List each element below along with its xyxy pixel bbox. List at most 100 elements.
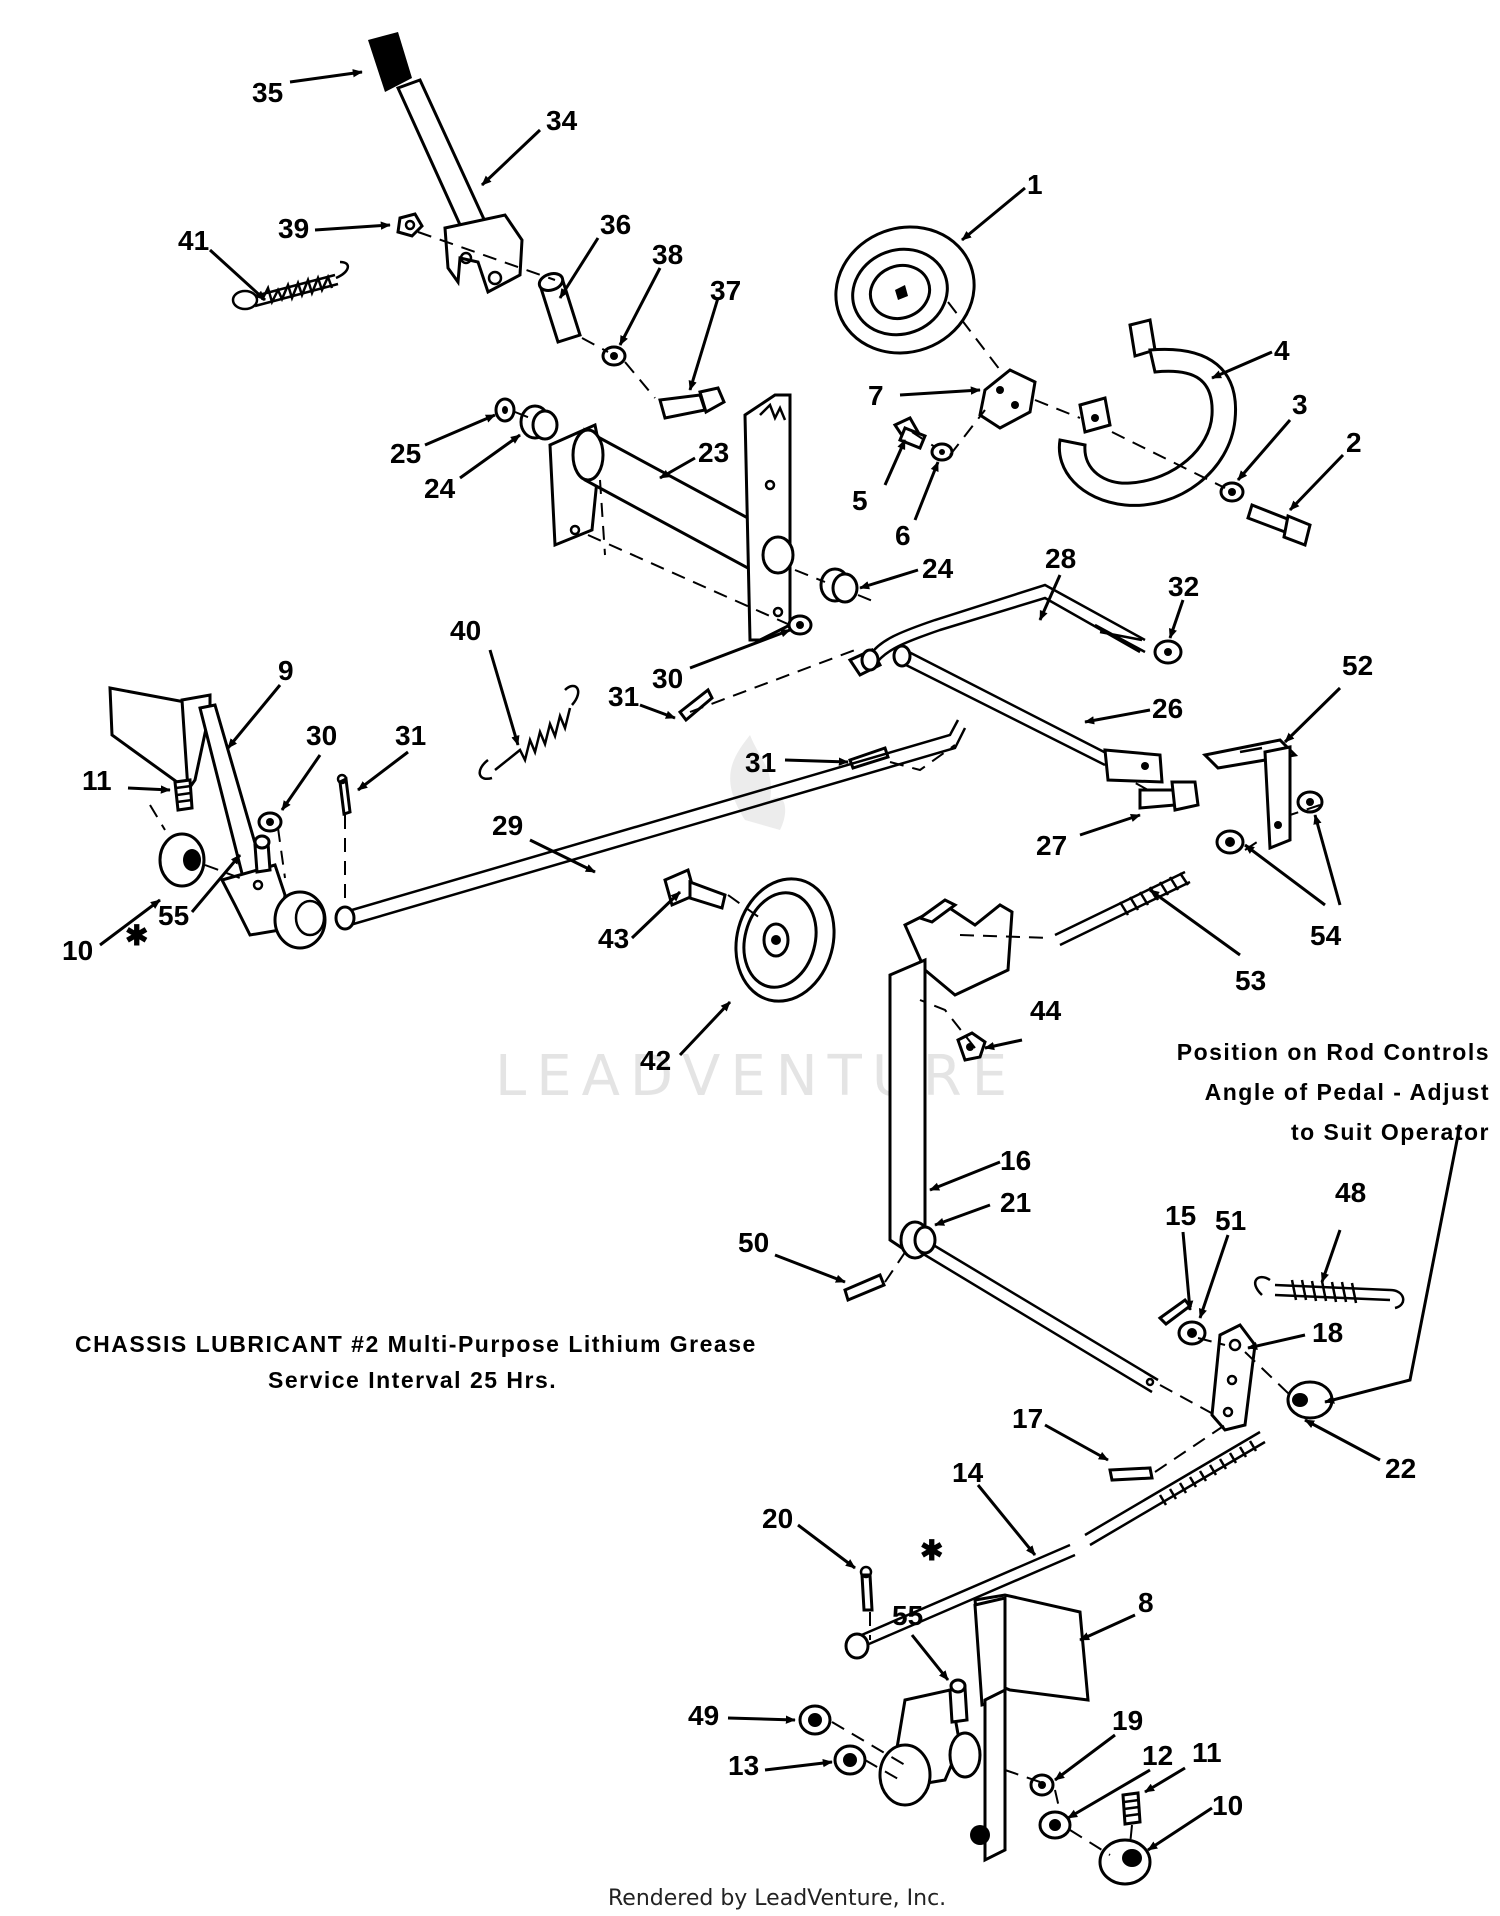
bolt-2 [1246,503,1312,548]
lubrication-asterisks: ✱ ✱ [125,920,943,1566]
callout-31-a: 31 [608,681,639,712]
callout-5: 5 [852,485,868,516]
callout-3: 3 [1292,389,1308,420]
setscrew-11-left [173,778,194,812]
callout-20: 20 [762,1503,793,1534]
footer-credit: Rendered by LeadVenture, Inc. [608,1886,946,1911]
bushing-24-upper [519,404,559,441]
callout-1: 1 [1027,169,1043,200]
spring-48 [1253,1275,1405,1310]
nut-32 [1153,639,1183,665]
bolt-43 [663,867,727,910]
callout-55-right: 55 [892,1600,923,1631]
callout-48: 48 [1335,1177,1366,1208]
washer-25 [494,397,516,423]
lever-18 [1210,1323,1257,1432]
cross-shaft-21 [913,1225,1159,1394]
clevis-pin [847,648,883,677]
callout-35: 35 [252,77,283,108]
callout-labels: 35 34 39 41 36 38 37 1 4 7 3 2 25 24 23 … [62,77,1416,1821]
callout-10-right: 10 [1212,1790,1243,1821]
bushing-36 [537,272,582,344]
callout-12: 12 [1142,1740,1173,1771]
callout-6: 6 [895,520,911,551]
callout-53: 53 [1235,965,1266,996]
callout-55-left: 55 [158,900,189,931]
callout-54: 54 [1310,920,1342,951]
callout-7: 7 [868,380,884,411]
hand-lever [368,32,524,295]
callout-44: 44 [1030,995,1062,1026]
callout-51: 51 [1215,1205,1246,1236]
bolt-37 [658,386,726,420]
callout-32: 32 [1168,571,1199,602]
callout-50: 50 [738,1227,769,1258]
brake-shaft-23 [548,393,795,642]
collar-10-right [1098,1838,1152,1886]
rod-14 [844,1543,1076,1660]
callout-38: 38 [652,239,683,270]
callout-14: 14 [952,1457,984,1488]
pedal-9 [108,686,327,950]
note-position-line-1: Position on Rod Controls [1177,1039,1490,1065]
rod-29 [334,719,967,931]
callout-24-upper: 24 [424,473,456,504]
note-position-line-3: to Suit Operator [1291,1119,1490,1145]
brake-band-4 [1057,318,1238,507]
callout-36: 36 [600,209,631,240]
pulley-1 [834,225,976,355]
collar-10-left [158,832,206,888]
ferrule-22 [1286,1380,1334,1420]
callout-15: 15 [1165,1200,1196,1231]
callout-52: 52 [1342,650,1373,681]
callout-21: 21 [1000,1187,1031,1218]
callout-24-lower: 24 [922,553,954,584]
callout-26: 26 [1152,693,1183,724]
washer-30-upper [787,614,813,636]
callout-28: 28 [1045,543,1076,574]
pin-50 [843,1273,886,1303]
washer-51 [1177,1320,1207,1346]
callout-34: 34 [546,105,578,136]
bracket-52 [1201,738,1299,851]
nut-44 [956,1031,987,1062]
pedal-8 [878,1593,1090,1863]
nut-54-b [1215,829,1245,855]
callout-31-b: 31 [745,747,776,778]
threaded-rod [1084,1430,1266,1547]
pulley-42 [734,877,836,1003]
spring-40 [478,684,580,781]
callout-11-right: 11 [1192,1737,1222,1768]
callout-39: 39 [278,213,309,244]
washer-13 [833,1744,867,1776]
callout-13: 13 [728,1750,759,1781]
bolt-27 [1138,780,1200,812]
washer-38 [601,345,627,367]
callout-40: 40 [450,615,481,646]
callout-19: 19 [1112,1705,1143,1736]
callout-27: 27 [1036,830,1067,861]
callout-22: 22 [1385,1453,1416,1484]
parts [108,32,1405,1886]
setscrew-11-right [1121,1791,1142,1826]
callout-16: 16 [1000,1145,1031,1176]
callout-30-left: 30 [306,720,337,751]
callout-41: 41 [178,225,209,256]
callout-37: 37 [710,275,741,306]
spring-41 [231,260,349,311]
alignment-lines [149,231,1321,1856]
callout-18: 18 [1312,1317,1343,1348]
threaded-rod-53 [1054,870,1191,947]
washer-49 [798,1704,832,1736]
washer-3 [1219,481,1245,503]
callout-10-left: 10 [62,935,93,966]
pin-31-a [677,687,714,723]
callout-17: 17 [1012,1403,1043,1434]
callout-2: 2 [1346,427,1362,458]
callout-8: 8 [1138,1587,1154,1618]
washer-19 [1029,1773,1055,1797]
grease-fitting-55-right [948,1678,969,1724]
asterisk-left-pedal: ✱ [125,920,148,951]
asterisk-right-pedal: ✱ [920,1535,943,1566]
